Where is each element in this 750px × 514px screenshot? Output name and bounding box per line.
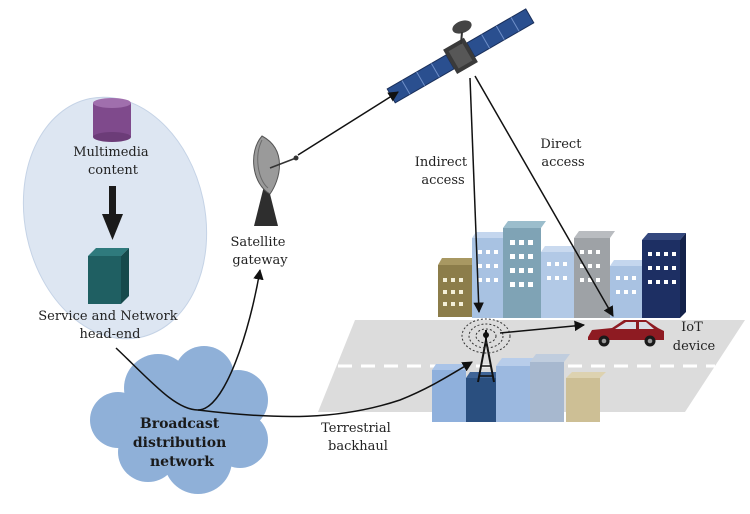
direct-access-arrow <box>474 75 614 317</box>
terrestrial-backhaul-label: Terrestrial backhaul <box>321 421 395 454</box>
headend-label: Service and Network head-end <box>38 309 181 342</box>
indirect-access-arrow <box>469 77 484 314</box>
car-iot-icon <box>588 320 664 347</box>
gateway-to-satellite-arrow <box>297 91 399 156</box>
content-to-headend-arrow <box>102 186 123 240</box>
headend-to-gateway-arrow <box>115 268 264 411</box>
satellite-icon <box>386 8 535 104</box>
satellite-gateway-label: Satellite gateway <box>230 235 289 268</box>
headend-server-icon <box>88 248 129 304</box>
tower-to-car-arrow <box>499 320 586 334</box>
city-buildings-back <box>438 221 686 318</box>
indirect-access-label: Indirect access <box>415 155 472 188</box>
multimedia-label: Multimedia content <box>73 145 153 178</box>
iot-device-label: IoT device <box>673 320 716 354</box>
broadcast-network-label: Broadcast distribution network <box>133 416 231 470</box>
connection-arrows <box>115 75 614 418</box>
multimedia-content-icon <box>93 98 131 142</box>
satellite-dish-icon <box>253 135 299 226</box>
city-buildings-front <box>432 354 606 422</box>
direct-access-label: Direct access <box>540 137 585 170</box>
terrestrial-tower-icon <box>461 318 511 383</box>
terrestrial-backhaul-arrow <box>197 361 473 418</box>
